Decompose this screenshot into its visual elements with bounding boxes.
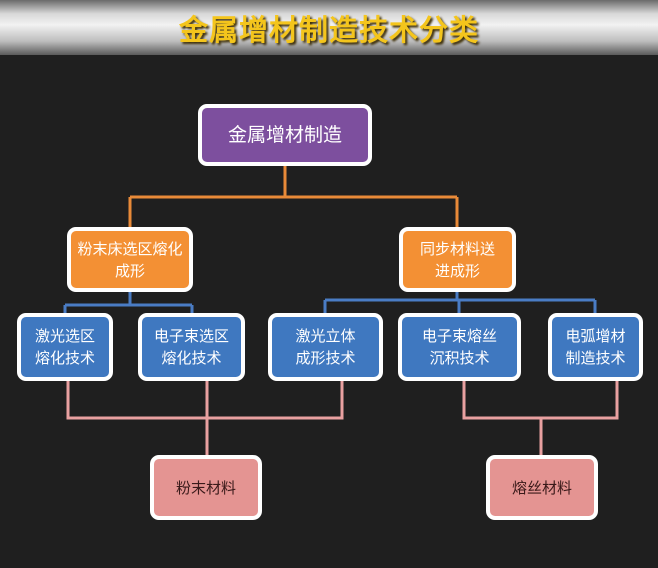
blue-connectors: [63, 292, 597, 313]
pink-connectors: [66, 381, 619, 455]
category-powder-bed: 粉末床选区熔化成形: [67, 227, 193, 292]
category-label: 同步材料送进成形: [419, 239, 495, 280]
title-banner: 金属增材制造技术分类: [0, 0, 658, 55]
category-directed-feed: 同步材料送进成形: [399, 227, 516, 292]
category-label: 粉末床选区熔化成形: [77, 239, 183, 280]
technique-lsf: 激光立体成形技术: [268, 313, 383, 381]
root-label: 金属增材制造: [227, 124, 342, 146]
technique-label: 电子束选区熔化技术: [153, 327, 229, 367]
material-powder: 粉末材料: [150, 455, 262, 520]
technique-label: 激光立体成形技术: [295, 327, 356, 367]
technique-label: 电弧增材制造技术: [565, 327, 626, 367]
root-node: 金属增材制造: [198, 104, 372, 166]
material-wire: 熔丝材料: [486, 455, 598, 520]
technique-ebf: 电子束熔丝沉积技术: [398, 313, 521, 381]
material-label: 粉末材料: [175, 478, 236, 497]
technique-waam: 电弧增材制造技术: [548, 313, 643, 381]
material-label: 熔丝材料: [511, 478, 572, 497]
page-title: 金属增材制造技术分类: [178, 12, 479, 47]
technique-slm: 激光选区熔化技术: [17, 313, 113, 381]
technique-label: 电子束熔丝沉积技术: [421, 327, 497, 367]
technique-ebm: 电子束选区熔化技术: [138, 313, 245, 381]
technique-label: 激光选区熔化技术: [34, 327, 95, 367]
orange-connectors: [128, 166, 459, 227]
